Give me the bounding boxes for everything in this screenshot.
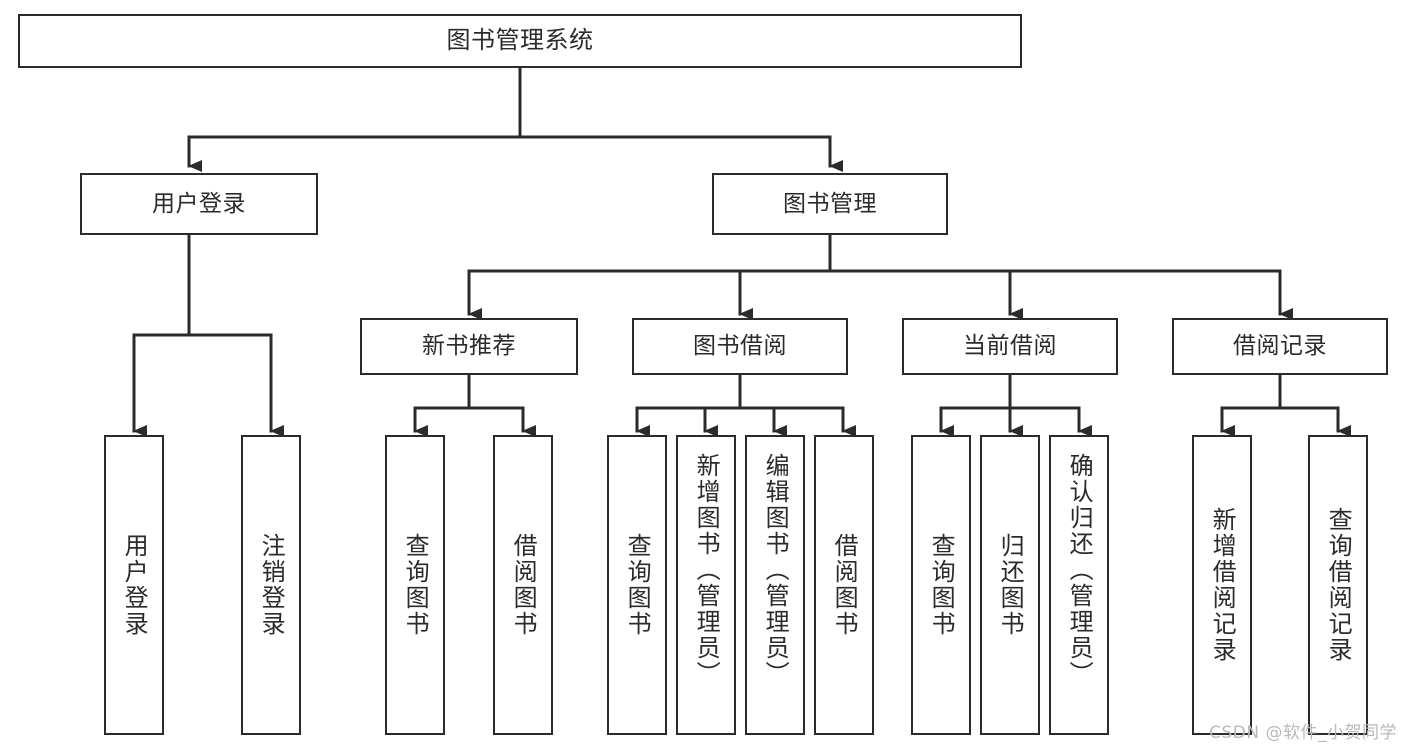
leaf-user-login-signin[interactable]: 用户登录 xyxy=(104,435,164,735)
node-label: 图书借阅 xyxy=(693,333,787,360)
leaf-borrow-borrow-book[interactable]: 借阅图书 xyxy=(814,435,874,735)
csdn-watermark: CSDN @软件_小贺同学 xyxy=(1209,723,1397,743)
node-label: 借阅图书 xyxy=(830,533,859,637)
node-label: 确认归还（管理员） xyxy=(1065,453,1094,687)
node-label: 注销登录 xyxy=(257,533,286,637)
node-label: 当前借阅 xyxy=(963,333,1057,360)
node-book-borrow[interactable]: 图书借阅 xyxy=(632,318,848,375)
node-label: 查询图书 xyxy=(623,533,652,637)
node-label: 查询图书 xyxy=(401,533,430,637)
leaf-records-query-record[interactable]: 查询借阅记录 xyxy=(1308,435,1368,735)
leaf-current-confirm-return-admin[interactable]: 确认归还（管理员） xyxy=(1049,435,1109,735)
node-label: 归还图书 xyxy=(996,533,1025,637)
leaf-current-query-book[interactable]: 查询图书 xyxy=(911,435,971,735)
node-user-login[interactable]: 用户登录 xyxy=(80,173,318,235)
leaf-borrow-add-book-admin[interactable]: 新增图书（管理员） xyxy=(676,435,736,735)
leaf-current-return-book[interactable]: 归还图书 xyxy=(980,435,1040,735)
leaf-records-add-record[interactable]: 新增借阅记录 xyxy=(1192,435,1252,735)
node-label: 图书管理系统 xyxy=(446,26,594,55)
node-label: 借阅图书 xyxy=(509,533,538,637)
node-label: 查询借阅记录 xyxy=(1324,507,1353,663)
node-new-book-recommend[interactable]: 新书推荐 xyxy=(360,318,578,375)
node-label: 图书管理 xyxy=(783,190,877,217)
node-label: 新书推荐 xyxy=(422,333,516,360)
leaf-borrow-query-book[interactable]: 查询图书 xyxy=(607,435,667,735)
node-label: 编辑图书（管理员） xyxy=(761,453,790,687)
node-label: 新增借阅记录 xyxy=(1208,507,1237,663)
node-label: 用户登录 xyxy=(152,190,246,217)
node-borrow-records[interactable]: 借阅记录 xyxy=(1172,318,1388,375)
node-current-borrow[interactable]: 当前借阅 xyxy=(902,318,1118,375)
leaf-new-book-borrow[interactable]: 借阅图书 xyxy=(493,435,553,735)
node-root-system[interactable]: 图书管理系统 xyxy=(18,14,1022,68)
leaf-borrow-edit-book-admin[interactable]: 编辑图书（管理员） xyxy=(745,435,805,735)
node-label: 查询图书 xyxy=(927,533,956,637)
leaf-new-book-query[interactable]: 查询图书 xyxy=(385,435,445,735)
node-label: 用户登录 xyxy=(120,533,149,637)
node-label: 新增图书（管理员） xyxy=(692,453,721,687)
leaf-user-login-signout[interactable]: 注销登录 xyxy=(241,435,301,735)
node-book-management[interactable]: 图书管理 xyxy=(712,173,948,235)
node-label: 借阅记录 xyxy=(1233,333,1327,360)
